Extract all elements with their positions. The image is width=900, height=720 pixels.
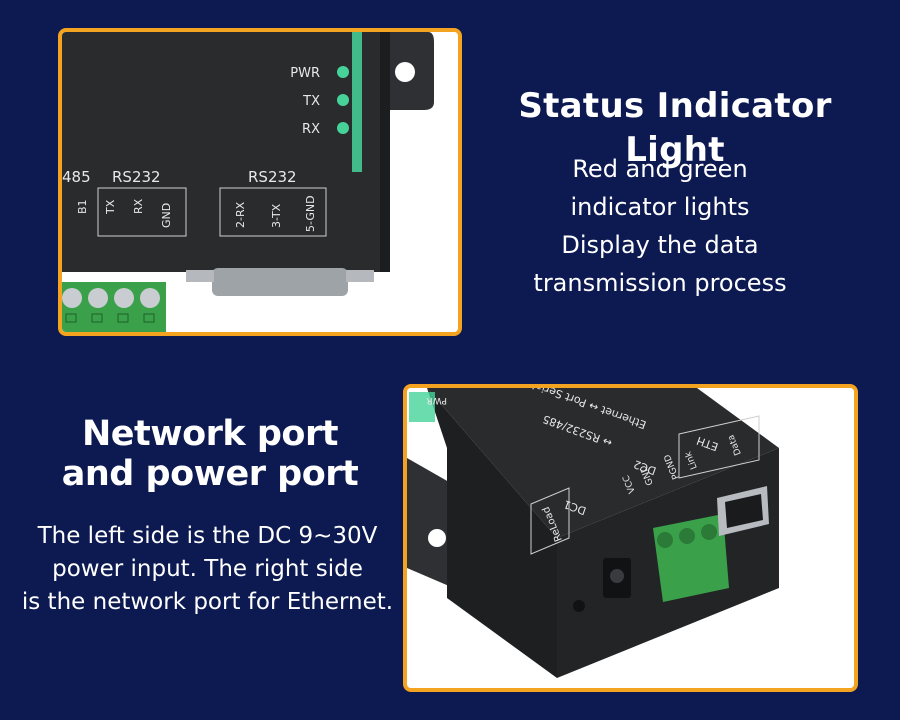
status-desc-line: transmission process — [533, 269, 787, 297]
db9-connector — [212, 268, 348, 296]
network-title-line: and power port — [61, 454, 359, 494]
mounting-hole-icon — [395, 62, 415, 82]
pin-2rx-label: 2-RX — [234, 201, 247, 228]
rs232-left-label: RS232 — [112, 168, 161, 186]
status-desc-line: Red and green — [572, 155, 748, 183]
pin-gnd-label: GND — [160, 203, 173, 228]
network-power-port-photo: PWR Ethernet ↔ Port Serial server ↔ RS23… — [403, 384, 858, 692]
pin-rx-label: RX — [132, 198, 145, 214]
rx-led-icon — [337, 122, 349, 134]
status-indicator-photo: PWR TX RX 485 RS232 RS232 B1 TX RX GND 2… — [58, 28, 462, 336]
status-desc-line: indicator lights — [570, 193, 750, 221]
network-desc-line: is the network port for Ethernet. — [21, 589, 394, 615]
status-section-title: Status Indicator Light — [518, 86, 832, 170]
device-bottom-illustration: PWR Ethernet ↔ Port Serial server ↔ RS23… — [407, 388, 854, 688]
rx-label: RX — [302, 122, 320, 137]
tx-label: TX — [302, 94, 320, 109]
rs232-right-label: RS232 — [248, 168, 297, 186]
mounting-hole-icon — [428, 529, 446, 547]
power-terminal-block — [653, 514, 729, 602]
pwr-label: PWR — [290, 66, 320, 81]
device-top-illustration: PWR TX RX 485 RS232 RS232 B1 TX RX GND 2… — [62, 32, 458, 332]
device-body — [62, 32, 387, 272]
tx-led-icon — [337, 94, 349, 106]
device-top-face — [427, 388, 779, 538]
pwr-label: PWR — [426, 395, 447, 405]
status-section-description: Red and green indicator lights Display t… — [500, 150, 820, 302]
pwr-led-icon — [337, 66, 349, 78]
network-desc-line: The left side is the DC 9~30V — [37, 523, 378, 549]
status-desc-line: Display the data — [561, 231, 759, 259]
network-section-title: Network port and power port — [40, 414, 380, 494]
reset-hole-icon — [573, 600, 585, 612]
network-section-description: The left side is the DC 9~30V power inpu… — [0, 520, 415, 619]
rs485-label: 485 — [62, 168, 91, 186]
network-desc-line: power input. The right side — [52, 556, 363, 582]
pin-3tx-label: 3-TX — [270, 203, 283, 228]
pin-b1-label: B1 — [76, 199, 89, 214]
network-title-line: Network port — [82, 414, 338, 454]
pin-5gnd-label: 5-GND — [304, 195, 317, 232]
pin-tx-label: TX — [104, 199, 117, 215]
